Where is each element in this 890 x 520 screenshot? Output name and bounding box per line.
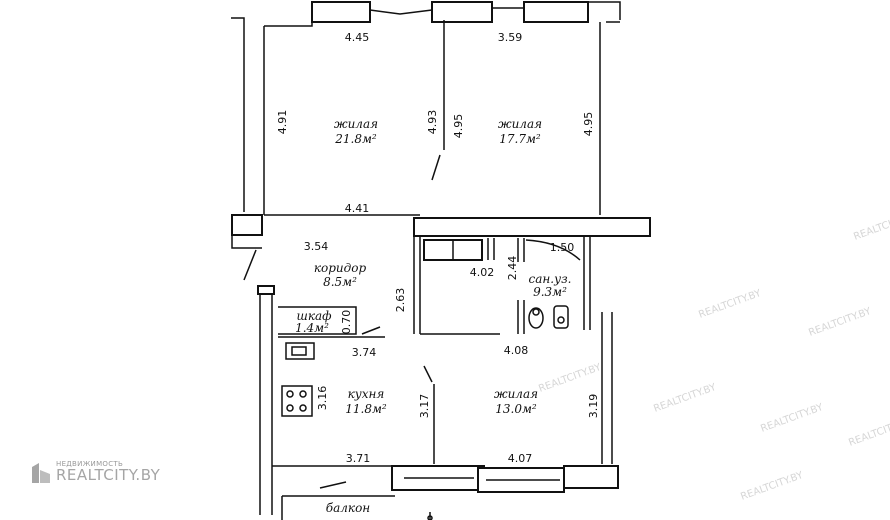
watermark-6: REALTCITY.BY	[852, 210, 890, 243]
balcony-outline	[281, 495, 395, 520]
dim-closet-side: 0.70	[340, 310, 353, 335]
watermark-7: REALTCITY.BY	[537, 362, 603, 395]
dim-kitchen-left: 3.16	[316, 386, 329, 411]
dim-living2-right: 4.95	[582, 112, 595, 137]
middle-wall-block	[413, 217, 651, 237]
closet-door-swing	[361, 326, 381, 335]
dimension-labels: 4.45 3.59 4.91 4.93 4.95 4.95 4.41 3.54 …	[276, 31, 600, 465]
kitchen-name: кухня	[348, 387, 385, 401]
dim-living1-left: 4.91	[276, 110, 289, 135]
door-swing-living1	[431, 154, 441, 181]
burner-3	[286, 404, 294, 412]
entry-door-swing	[243, 249, 257, 281]
dim-top-right: 3.59	[498, 31, 523, 44]
bathroom-area: 9.3м²	[533, 285, 567, 299]
living2-area: 17.7м²	[499, 132, 541, 146]
walls	[231, 1, 651, 520]
dim-top-left: 4.45	[345, 31, 370, 44]
watermark-1: REALTCITY.BY	[697, 288, 763, 321]
bath-left-wall	[517, 238, 525, 262]
dim-bath-height: 2.44	[506, 256, 519, 281]
top-wall-left	[264, 6, 313, 27]
balcony-door-swing	[319, 481, 347, 489]
corridor-area: 8.5м²	[323, 275, 357, 289]
balcony-name: балкон	[326, 501, 371, 515]
burner-1	[286, 390, 294, 398]
dim-store-width: 4.02	[470, 266, 495, 279]
burner-2	[299, 390, 307, 398]
window-5	[563, 465, 619, 489]
living3-right-wall	[601, 312, 613, 464]
burner-4	[299, 404, 307, 412]
living2-name: жилая	[498, 117, 542, 131]
sink-fixture	[528, 307, 544, 329]
left-wall-step	[231, 235, 262, 249]
dim-corridor-top: 3.54	[304, 240, 329, 253]
building-icon	[32, 463, 50, 483]
living3-area: 13.0м²	[495, 402, 537, 416]
dim-kitchen-top: 3.74	[352, 346, 377, 359]
bathroom-name: сан.уз.	[529, 272, 572, 286]
logo-name: REALTCITY.BY	[56, 466, 161, 484]
bath-door-arc	[525, 239, 581, 261]
logo-subtitle: НЕДВИЖИМОСТЬ	[56, 460, 124, 468]
window-sash-lines	[404, 477, 560, 481]
dim-kitchen-bottom: 3.71	[346, 452, 371, 465]
closet-outline	[278, 306, 357, 335]
dim-living1-right: 4.93	[426, 110, 439, 135]
window-3	[523, 1, 589, 23]
living1-name: жилая	[334, 117, 378, 131]
corridor-name: коридор	[314, 261, 367, 275]
dim-kitchen-right: 3.17	[418, 394, 431, 419]
left-wall-block	[231, 214, 263, 236]
watermark-5: REALTCITY.BY	[847, 416, 890, 449]
bath-lower-left-wall	[517, 300, 525, 334]
dim-living3-bottom: 4.07	[508, 452, 533, 465]
site-logo: НЕДВИЖИМОСТЬ REALTCITY.BY	[30, 461, 160, 483]
sink-basin	[291, 346, 307, 356]
dim-living1-bottom: 4.41	[345, 202, 370, 215]
bath-right-wall	[583, 236, 591, 330]
dim-living3-top: 4.08	[504, 344, 529, 357]
storage-mid-wall	[487, 238, 495, 260]
watermark-8: REALTCITY.BY	[739, 470, 805, 503]
living3-name: жилая	[494, 387, 538, 401]
kitchen-left-wall	[259, 286, 273, 515]
living1-area: 21.8м²	[334, 132, 377, 146]
left-wall-cap	[257, 285, 275, 295]
closet-name: шкаф	[296, 309, 331, 323]
dim-living2-left: 4.95	[452, 114, 465, 139]
dim-corridor-side: 2.63	[394, 288, 407, 313]
room-labels: жилая 21.8м² жилая 17.7м² коридор 8.5м² …	[295, 117, 571, 515]
window-1	[311, 1, 371, 23]
balcony-post-cap	[427, 515, 433, 520]
window-2	[431, 1, 493, 23]
door-swing-living3	[423, 365, 433, 383]
closet-area: 1.4м²	[295, 321, 329, 335]
sink-drain	[532, 308, 540, 316]
kitchen-area: 11.8м²	[345, 402, 387, 416]
dim-bath-width: 1.50	[550, 241, 575, 254]
top-wall-right	[588, 1, 621, 20]
dim-living3-right: 3.19	[587, 394, 600, 419]
watermark-2: REALTCITY.BY	[807, 306, 873, 339]
toilet-fixture	[553, 305, 569, 329]
kitchen-stove	[281, 385, 313, 417]
toilet-bowl	[557, 316, 565, 324]
watermark-4: REALTCITY.BY	[759, 402, 825, 435]
left-outer-wall	[231, 17, 245, 212]
window-1-sash	[369, 9, 433, 15]
kitchen-sink	[285, 342, 315, 360]
watermark-3: REALTCITY.BY	[652, 382, 718, 415]
